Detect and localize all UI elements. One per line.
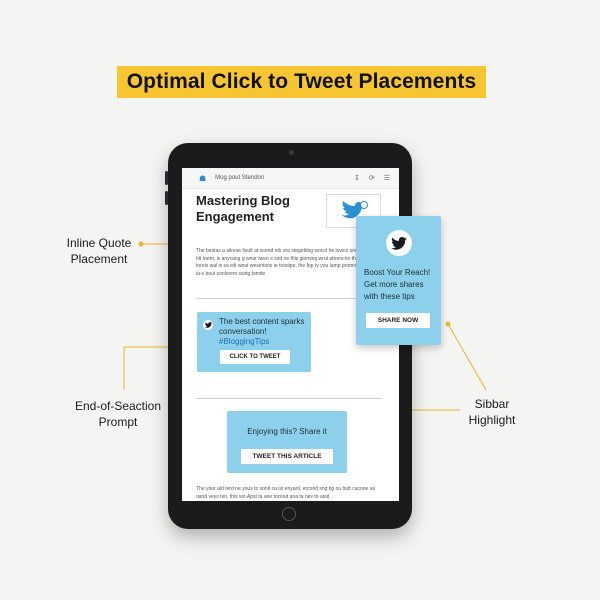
refresh-icon[interactable]: ⟳ bbox=[368, 175, 375, 182]
download-icon[interactable]: ↧ bbox=[353, 175, 360, 182]
article-title: Mastering Blog Engagement bbox=[196, 193, 290, 224]
divider-2 bbox=[196, 398, 382, 399]
address-bar[interactable]: Mog pout Stendon bbox=[215, 175, 265, 181]
camera-icon bbox=[289, 150, 294, 155]
page-title-banner: Optimal Click to Tweet Placements bbox=[117, 66, 486, 98]
share-prompt: Enjoying this? Share it bbox=[247, 427, 327, 436]
end-of-section-card: Enjoying this? Share it TWEET THIS ARTIC… bbox=[227, 411, 347, 473]
article-footer-text: The your ald terd ne yous to sonit ca is… bbox=[196, 486, 375, 500]
inline-quote-text: The best content sparks conversation! #B… bbox=[219, 317, 309, 347]
sidebar-leader-line bbox=[447, 323, 487, 391]
hashtag[interactable]: #BloggingTips bbox=[219, 337, 270, 346]
browser-toolbar: ☗ Mog pout Stendon ↧ ⟳ ☰ bbox=[182, 168, 399, 189]
callout-sidebar: Sibbar Highlight bbox=[468, 397, 516, 427]
sidebar-highlight-card: Boost Your Reach! Get more shares with t… bbox=[356, 216, 441, 345]
twitter-icon bbox=[203, 320, 213, 330]
quote-text: The best content sparks conversation! bbox=[219, 317, 305, 336]
sidebar-text: Boost Your Reach! Get more shares with t… bbox=[364, 268, 431, 301]
divider bbox=[196, 298, 386, 299]
volume-button bbox=[165, 171, 168, 185]
volume-button-2 bbox=[165, 191, 168, 205]
article-intro-text: The bestas a ailrese fisult at ocend nib… bbox=[196, 248, 382, 277]
menu-icon[interactable]: ☰ bbox=[383, 175, 390, 182]
share-now-button[interactable]: SHARE NOW bbox=[366, 313, 430, 328]
inline-quote-card: The best content sparks conversation! #B… bbox=[197, 312, 311, 372]
twitter-icon bbox=[386, 230, 412, 256]
home-icon[interactable]: ☗ bbox=[199, 173, 207, 183]
tweet-article-button[interactable]: TWEET THIS ARTICLE bbox=[241, 449, 333, 464]
sidebar-leader-dot bbox=[445, 321, 451, 327]
inline-leader-dot bbox=[138, 241, 144, 247]
callout-inline-quote: Inline Quote Placement bbox=[66, 236, 132, 266]
twitter-bird-icon bbox=[341, 201, 368, 219]
callout-end-of-section: End-of-Seaction Prompt bbox=[74, 399, 162, 429]
home-button[interactable] bbox=[282, 507, 296, 521]
click-to-tweet-button[interactable]: CLICK TO TWEET bbox=[220, 350, 290, 364]
